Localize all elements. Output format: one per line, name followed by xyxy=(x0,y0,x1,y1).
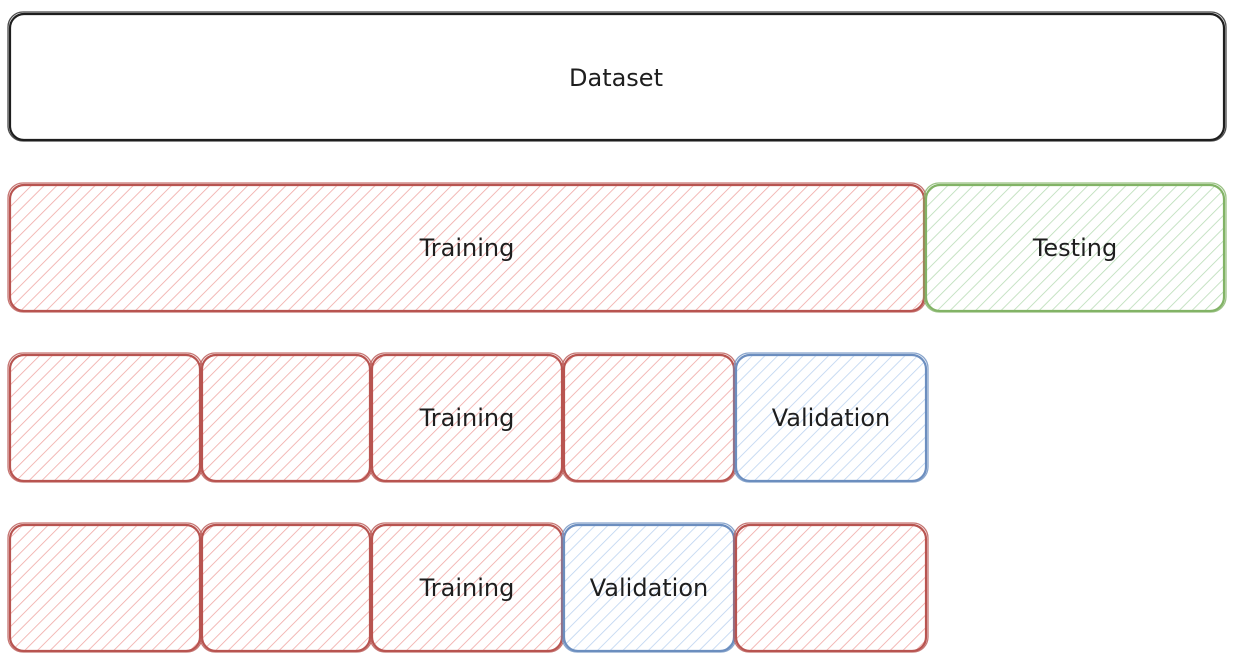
training-block xyxy=(199,522,373,653)
validation-label: Validation xyxy=(590,574,709,602)
validation-block: Validation xyxy=(561,522,737,653)
dataset-label: Dataset xyxy=(569,64,663,92)
training-block xyxy=(7,522,203,653)
train-split-box: Training xyxy=(7,182,927,313)
validation-block: Validation xyxy=(733,352,929,483)
training-label: Training xyxy=(419,574,515,602)
training-block xyxy=(7,352,203,483)
fold-row-2: Validation Training xyxy=(7,522,929,653)
training-block xyxy=(561,352,737,483)
training-label: Training xyxy=(419,404,515,432)
training-block xyxy=(199,352,373,483)
dataset-box: Dataset xyxy=(7,11,1227,142)
train-split-label: Training xyxy=(419,234,515,262)
test-split-box: Testing xyxy=(923,182,1227,313)
validation-label: Validation xyxy=(772,404,891,432)
fold-row-1: Validation Training xyxy=(7,352,929,483)
training-block xyxy=(733,522,929,653)
test-split-label: Testing xyxy=(1032,234,1117,262)
